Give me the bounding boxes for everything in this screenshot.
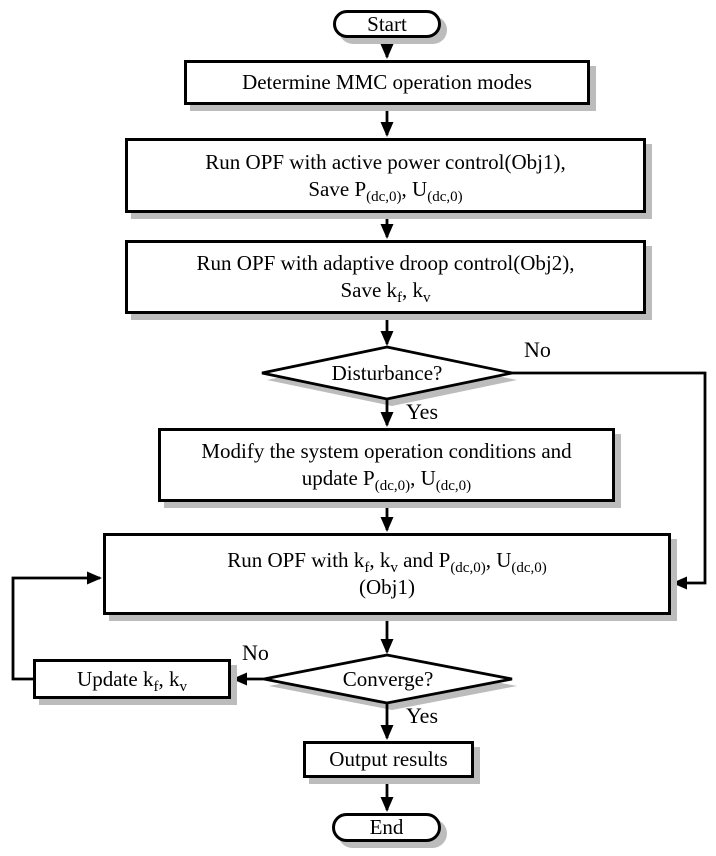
node-opf-adaptive-droop: Run OPF with adaptive droop control(Obj2… xyxy=(125,240,646,314)
edge-update-loop xyxy=(11,571,102,681)
node-update-k: Update kf, kv xyxy=(33,659,231,699)
node-end: End xyxy=(332,813,441,842)
decision-converge-shape xyxy=(263,653,513,705)
node-output-results: Output results xyxy=(303,741,474,778)
decision-disturbance-shape xyxy=(261,345,513,401)
decision-converge-label: Converge? xyxy=(342,667,434,691)
node-modify-conditions: Modify the system operation conditions a… xyxy=(158,428,615,502)
node-determine-modes: Determine MMC operation modes xyxy=(184,60,590,105)
decision-disturbance-label: Disturbance? xyxy=(331,361,443,385)
node-opf-active-power: Run OPF with active power control(Obj1),… xyxy=(125,138,646,213)
edge-label-disturbance-yes: Yes xyxy=(406,399,439,424)
edge-label-disturbance-no: No xyxy=(524,337,551,362)
node-start: Start xyxy=(333,10,441,38)
node-opf-run: Run OPF with kf, kv and P(dc,0), U(dc,0)… xyxy=(103,533,671,615)
edge-label-converge-no: No xyxy=(242,640,269,665)
edge-disturbance-no xyxy=(512,371,707,590)
edge-label-converge-yes: Yes xyxy=(406,703,439,728)
